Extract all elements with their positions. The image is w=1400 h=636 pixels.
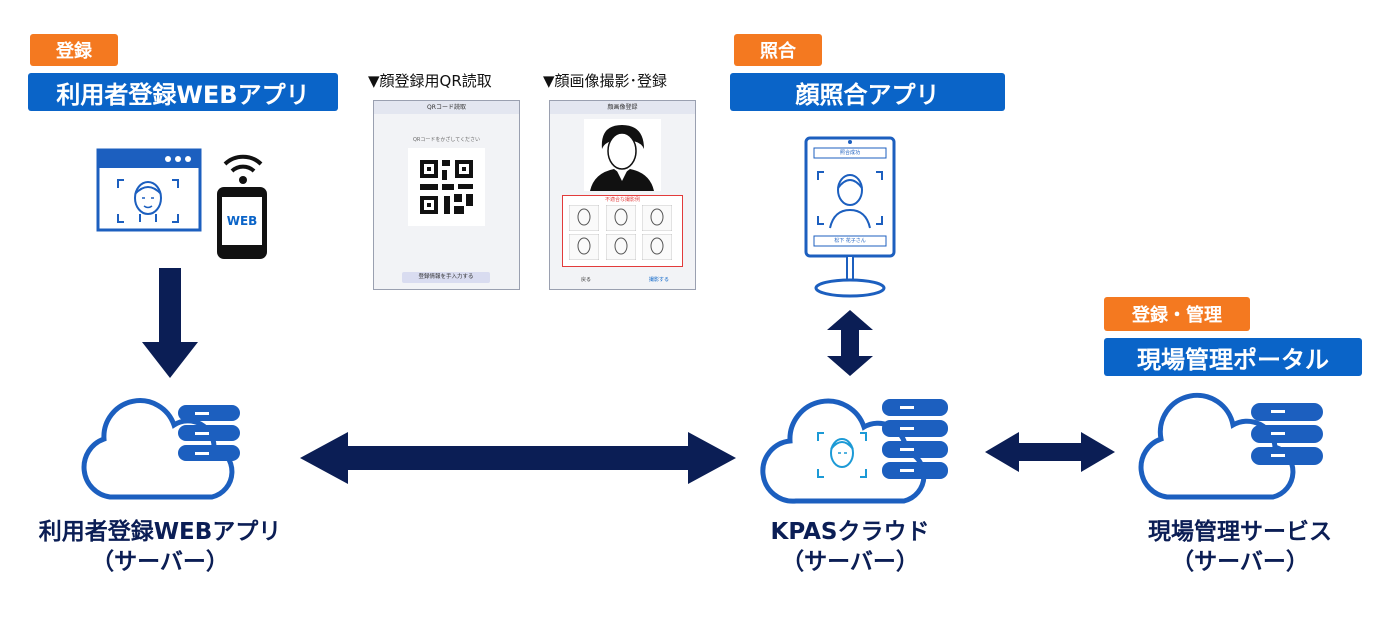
qr-screen-caption: ▼顔登録用QR読取 bbox=[368, 72, 492, 90]
bidirectional-arrow-right bbox=[985, 432, 1115, 472]
site-management-service-label: 現場管理サービス （サーバー） bbox=[1148, 519, 1332, 575]
register-tag: 登録 bbox=[30, 34, 118, 66]
qr-screen-instruction: QRコードをかざしてください bbox=[412, 137, 481, 143]
user-registration-server-label: 利用者登録WEBアプリ （サーバー） bbox=[38, 519, 282, 575]
example-face-icon bbox=[605, 205, 636, 231]
browser-face-icon bbox=[96, 148, 202, 232]
photo-screen-caption: ▼顔画像撮影･登録 bbox=[543, 72, 668, 90]
tablet-name-text: 松下 花子さん bbox=[834, 238, 866, 244]
qr-code-icon bbox=[408, 148, 485, 226]
user-registration-server-icon bbox=[81, 398, 240, 500]
example-face-icon bbox=[605, 234, 636, 260]
face-photo-screen: 顔画像登録 不適合な撮影例 戻る 撮影する bbox=[549, 100, 696, 290]
bad-photo-examples: 不適合な撮影例 bbox=[562, 195, 683, 267]
bidirectional-arrow-left bbox=[300, 432, 736, 484]
tablet-match-success-text: 照合成功 bbox=[839, 150, 860, 156]
manual-entry-button[interactable]: 登録情報を手入力する bbox=[402, 272, 490, 283]
wifi-icon bbox=[223, 154, 263, 184]
kpas-cloud-label: KPASクラウド （サーバー） bbox=[770, 519, 930, 575]
phone-web-label: WEB bbox=[226, 214, 258, 228]
qr-reading-screen: QRコード読取 QRコードをかざしてください 登録情報を手入力する bbox=[373, 100, 520, 290]
example-face-icon bbox=[569, 205, 599, 231]
face-matching-app-title: 顔照合アプリ bbox=[730, 73, 1005, 111]
kpas-cloud-server-icon bbox=[760, 398, 948, 504]
down-arrow bbox=[142, 268, 198, 378]
example-face-icon bbox=[569, 234, 599, 260]
vertical-bidirectional-arrow bbox=[827, 310, 873, 376]
site-management-server-icon bbox=[1138, 392, 1323, 500]
matching-tag: 照合 bbox=[734, 34, 822, 66]
back-button[interactable]: 戻る bbox=[580, 277, 591, 283]
face-matching-tablet-icon bbox=[804, 136, 896, 298]
person-photo-icon bbox=[584, 119, 661, 191]
smartphone-icon: WEB bbox=[217, 187, 267, 259]
site-management-portal-title: 現場管理ポータル bbox=[1104, 338, 1362, 376]
user-registration-app-title: 利用者登録WEBアプリ bbox=[28, 73, 338, 111]
bad-examples-title: 不適合な撮影例 bbox=[604, 197, 640, 203]
photo-screen-header: 顔画像登録 bbox=[550, 101, 695, 114]
qr-screen-header: QRコード読取 bbox=[374, 101, 519, 114]
register-manage-tag: 登録・管理 bbox=[1104, 297, 1250, 331]
example-face-icon bbox=[642, 205, 673, 231]
example-face-icon bbox=[642, 234, 673, 260]
capture-button[interactable]: 撮影する bbox=[648, 277, 669, 283]
